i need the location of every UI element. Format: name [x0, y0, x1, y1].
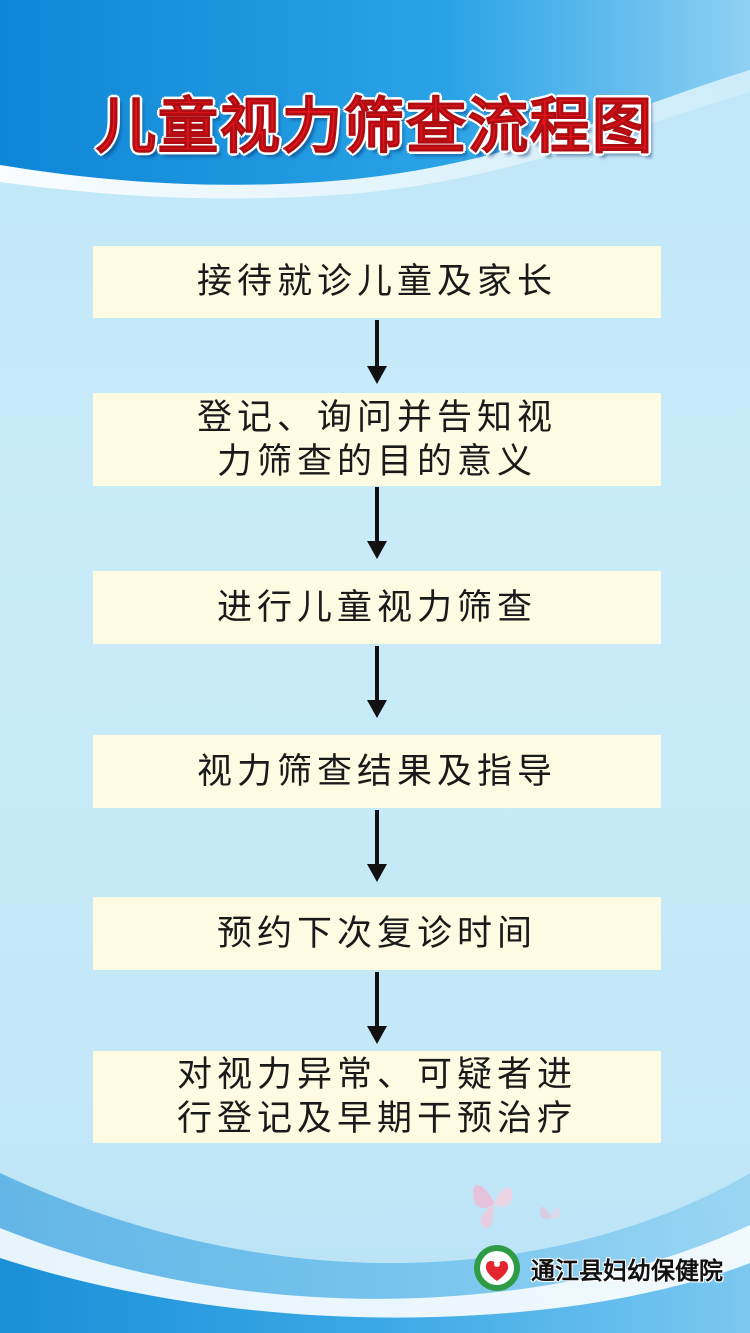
top-wave-decoration — [0, 0, 750, 199]
flow-step-1: 接待就诊儿童及家长 — [93, 246, 661, 318]
maternal-child-health-logo-icon — [474, 1245, 520, 1291]
flow-step-4: 视力筛查结果及指导 — [93, 735, 661, 808]
organization-name: 通江县妇幼保健院 — [531, 1256, 723, 1285]
butterfly-icon — [473, 1184, 513, 1229]
footer-organization: 通江县妇幼保健院 — [473, 1244, 723, 1292]
flow-step-5: 预约下次复诊时间 — [93, 897, 661, 970]
flow-step-1-label: 接待就诊儿童及家长 — [196, 262, 557, 302]
flow-step-6-label: 对视力异常、可疑者进 行登记及早期干预治疗 — [176, 1055, 577, 1139]
flow-arrow-1 — [367, 320, 387, 384]
flow-step-5-label: 预约下次复诊时间 — [216, 913, 537, 954]
flow-arrow-2 — [367, 487, 387, 559]
flow-arrow-4 — [367, 810, 387, 882]
flow-step-2: 登记、询问并告知视 力筛查的目的意义 — [93, 393, 661, 486]
flow-step-2-label: 登记、询问并告知视 力筛查的目的意义 — [196, 397, 557, 482]
flow-step-3-label: 进行儿童视力筛查 — [216, 587, 537, 628]
flow-step-3: 进行儿童视力筛查 — [93, 571, 661, 644]
page-title: 儿童视力筛查流程图 — [96, 92, 654, 163]
flow-step-4-label: 视力筛查结果及指导 — [196, 751, 557, 792]
flow-arrow-5 — [367, 972, 387, 1044]
bottom-wave-decoration — [0, 1173, 750, 1333]
butterfly-icon-small — [539, 1206, 561, 1220]
flow-step-6: 对视力异常、可疑者进 行登记及早期干预治疗 — [93, 1051, 661, 1143]
flow-arrow-3 — [367, 646, 387, 718]
